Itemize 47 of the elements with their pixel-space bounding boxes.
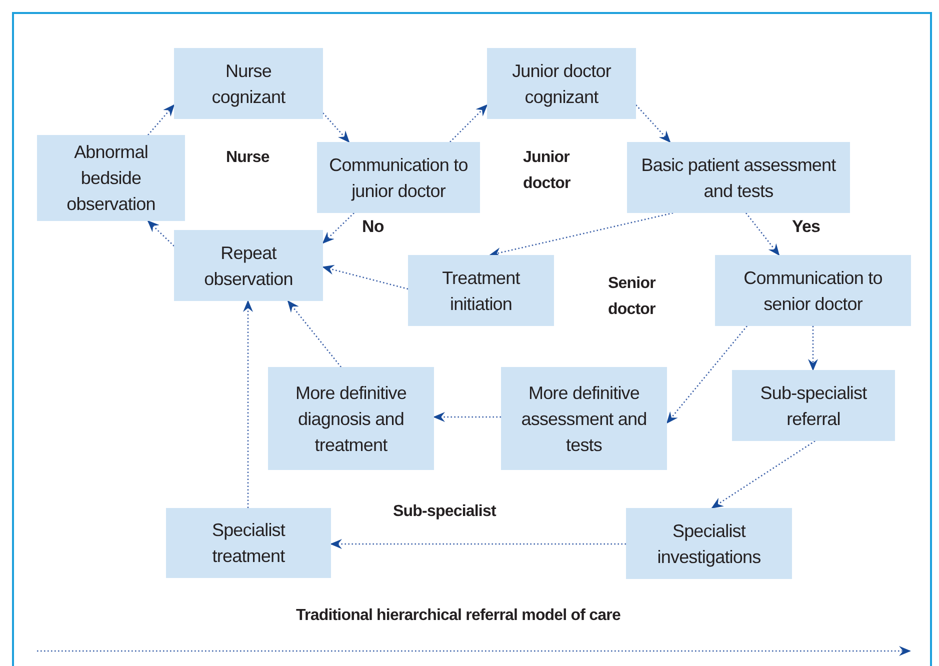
- process-box: [166, 508, 331, 578]
- arrow: [636, 104, 671, 143]
- node-text: Abnormal bedside observation: [66, 142, 156, 214]
- process-box: [37, 135, 185, 221]
- process-box: [715, 255, 911, 326]
- process-box: [487, 48, 636, 119]
- process-box: [627, 142, 850, 213]
- arrow: [147, 220, 174, 246]
- node-text: Basic patient assessment and tests: [641, 154, 836, 200]
- arrow: [243, 300, 253, 508]
- node-text: Repeat observation: [204, 242, 293, 288]
- node-text: Communication to senior doctor: [744, 268, 882, 314]
- node-text: Treatment initiation: [442, 268, 520, 314]
- node-text: Specialist investigations: [657, 520, 761, 566]
- arrow: [489, 212, 674, 258]
- arrow: [322, 212, 354, 244]
- arrow: [808, 326, 818, 371]
- process-box: [174, 230, 323, 301]
- process-box: [317, 142, 480, 213]
- arrow: [666, 326, 748, 424]
- arrow: [322, 264, 408, 290]
- role-label: Junior doctor: [523, 148, 572, 194]
- role-label: Senior doctor: [608, 274, 657, 320]
- process-box: [408, 255, 554, 326]
- role-label: Sub-specialist: [393, 502, 498, 522]
- node-text: Communication to junior doctor: [329, 154, 468, 200]
- process-box: [732, 370, 895, 441]
- process-box: [501, 367, 667, 470]
- node-text: Nurse cognizant: [212, 60, 286, 106]
- process-box: [626, 508, 792, 579]
- node-text: Sub-specialist referral: [760, 382, 867, 428]
- node-text: More definitive assessment and tests: [521, 382, 647, 454]
- process-box: [174, 48, 323, 119]
- arrow: [433, 412, 501, 422]
- arrow: [330, 539, 626, 549]
- arrow: [745, 212, 780, 256]
- node-text: More definitive diagnosis and treatment: [295, 382, 407, 454]
- node-text: Junior doctor cognizant: [512, 60, 611, 106]
- arrow: [711, 440, 816, 509]
- process-box: [268, 367, 434, 470]
- model-caption: Traditional hierarchical referral model of care: [296, 606, 622, 626]
- role-label: Nurse: [226, 148, 270, 168]
- node-text: Specialist treatment: [212, 520, 286, 566]
- arrow: [322, 112, 350, 143]
- arrow: [450, 104, 488, 142]
- arrow: [148, 104, 175, 136]
- arrow: [287, 300, 342, 368]
